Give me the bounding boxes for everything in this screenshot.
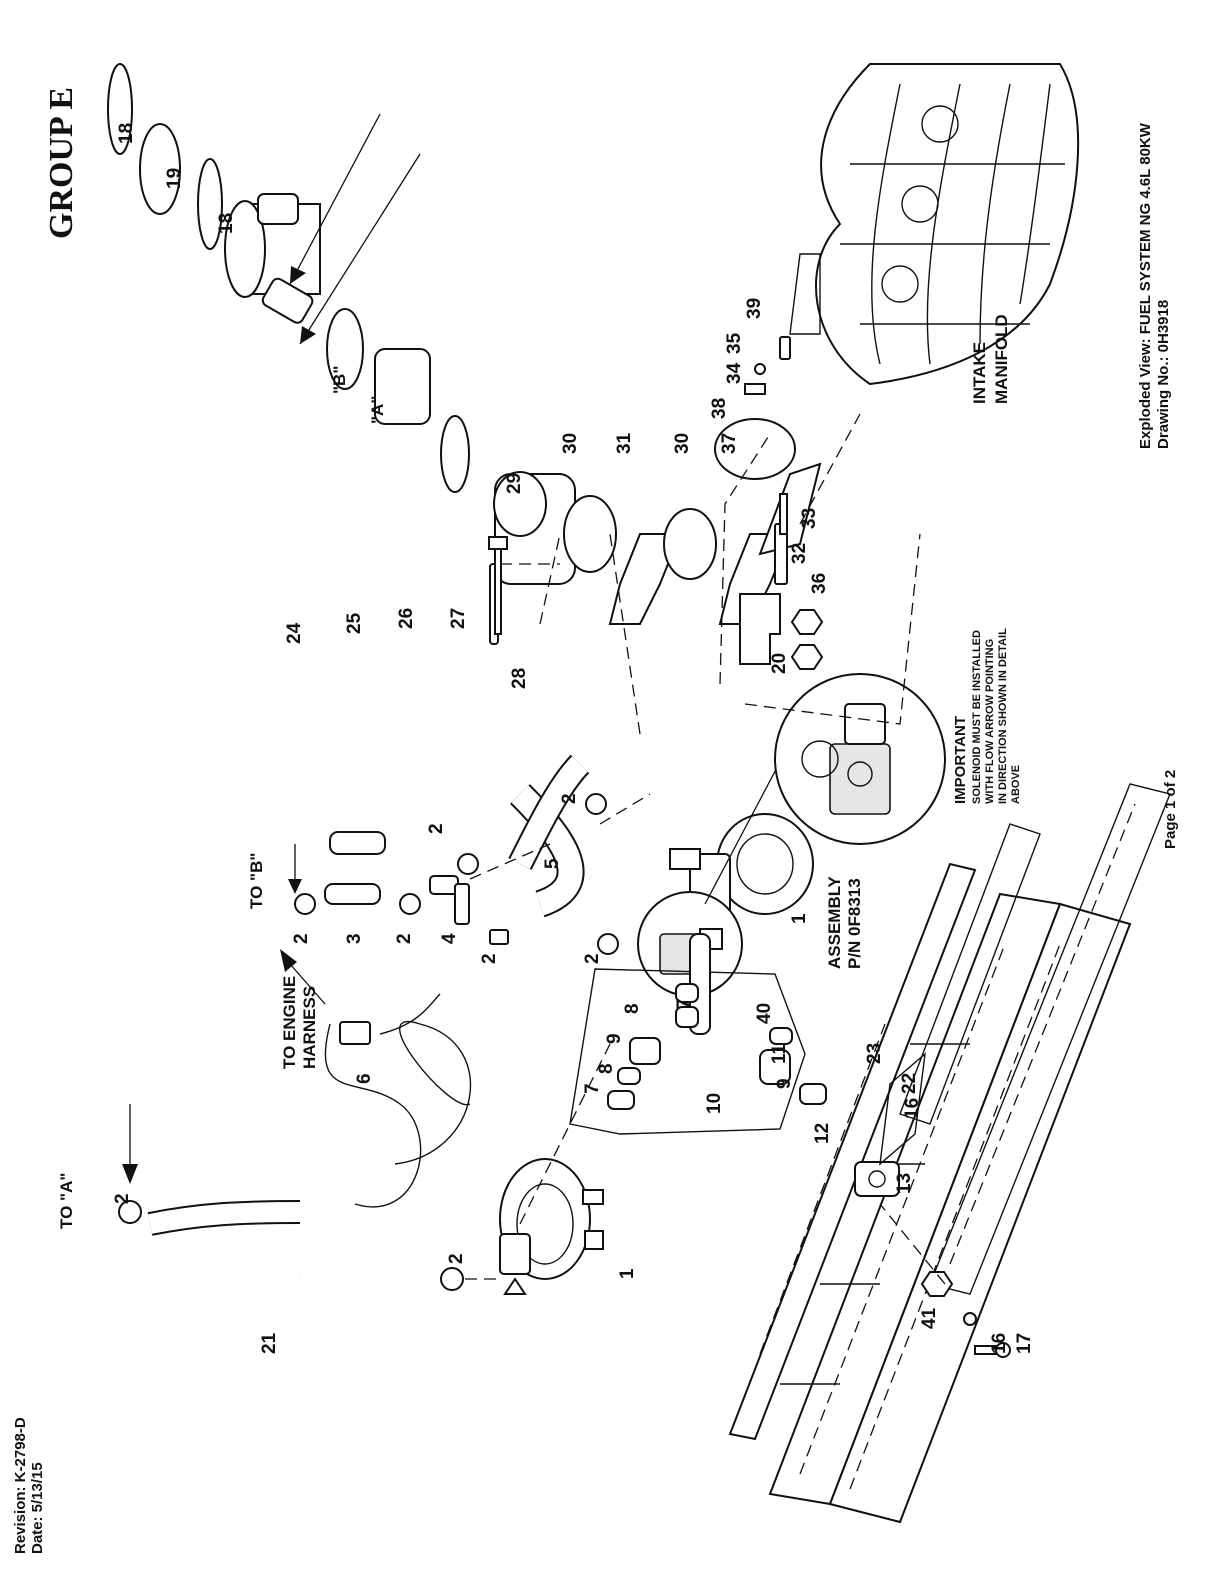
callout-2-e: 2 [479,953,500,964]
callout-2-h: 2 [559,793,580,804]
intake-manifold [789,63,1080,386]
callout-10: 10 [704,1093,725,1114]
callout-35: 35 [724,332,745,354]
group-title: GROUP E [43,87,80,239]
callout-4: 4 [439,933,460,944]
note-line-4: ABOVE [1010,765,1022,804]
gasket-stack [563,418,822,625]
diagram-labels: TO "A" TO "B" TO ENGINE HARNESS ASSEMBLY… [57,314,1011,1229]
important-note: IMPORTANT SOLENOID MUST BE INSTALLED WIT… [952,628,1022,804]
note-line-3: IN DIRECTION SHOWN IN DETAIL [997,628,1009,804]
callout-34: 34 [724,362,745,384]
revision-text: Revision: K-2798-D [12,1417,29,1554]
callout-16-b: 16 [989,1333,1010,1354]
callout-7-b: 7 [674,998,695,1009]
label-intake-1: INTAKE [970,342,989,404]
drawing-number: Drawing No.: 0H3918 [1155,300,1172,449]
frame-rail [728,862,1132,1524]
callout-20: 20 [769,653,790,674]
callout-8-a: 8 [596,1063,617,1074]
callout-31: 31 [614,432,635,454]
throttle-stack [107,63,576,645]
callout-3: 3 [344,933,365,944]
callout-16-a: 16 [902,1098,923,1119]
drawing-body: 1 1 2 2 2 2 2 2 2 2 3 4 5 6 7 7 8 8 9 9 … [12,63,1179,1554]
callout-22: 22 [899,1073,920,1094]
connection-paths [465,533,651,1280]
note-line-2: WITH FLOW ARROW POINTING [984,639,996,804]
callout-11: 11 [769,1043,790,1064]
callout-25: 25 [344,612,365,634]
callout-9-a: 9 [604,1033,625,1044]
callout-17: 17 [1014,1333,1035,1354]
page-number: Page 1 of 2 [1162,770,1179,849]
label-to-engine-2: HARNESS [300,986,319,1069]
hose-3-and-5 [324,754,590,918]
callout-18-a: 18 [116,123,137,144]
fastener-group-16-17-41 [879,1203,1011,1358]
callout-13: 13 [894,1173,915,1194]
date-text: Date: 5/13/15 [29,1462,46,1554]
callout-2-b: 2 [446,1253,467,1264]
callout-37: 37 [719,433,740,454]
label-assembly-2: P/N 0F8313 [845,878,864,969]
callout-2-f: 2 [582,953,603,964]
callout-24: 24 [284,622,305,644]
callout-2-g: 2 [426,823,447,834]
fitting-assembly-box [569,933,827,1135]
callout-27: 27 [448,608,469,629]
detail-circle-upper [774,673,946,845]
bracket-13 [854,1052,926,1197]
callout-40: 40 [754,1003,775,1024]
callout-23: 23 [864,1043,885,1064]
callout-12: 12 [812,1123,833,1144]
label-assembly-1: ASSEMBLY [825,875,844,969]
label-point-b: "B" [330,366,349,394]
callout-26: 26 [396,608,417,629]
callout-6: 6 [354,1073,375,1084]
view-title: Exploded View: FUEL SYSTEM NG 4.6L 80KW [1137,122,1154,449]
callout-18-b: 18 [216,213,237,234]
callout-19: 19 [164,168,185,189]
callout-28: 28 [509,668,530,689]
callout-33: 33 [799,508,820,529]
label-intake-2: MANIFOLD [992,314,1011,404]
callout-39: 39 [744,298,765,319]
callout-21: 21 [259,1332,280,1354]
note-heading: IMPORTANT [952,716,969,804]
regulator-lower [499,1158,604,1295]
hose-21 [147,1200,421,1284]
bolt-28 [488,533,561,635]
callout-30-a: 30 [560,433,581,454]
tee-fitting-4 [429,875,509,945]
callout-2-d: 2 [394,933,415,944]
label-to-engine-1: TO ENGINE [280,976,299,1069]
callout-32: 32 [789,543,810,564]
label-to-a: TO "A" [57,1173,76,1229]
callout-36: 36 [809,573,830,594]
callout-38: 38 [709,398,730,419]
part-callouts: 1 1 2 2 2 2 2 2 2 2 3 4 5 6 7 7 8 8 9 9 … [112,123,1035,1354]
callout-8-b: 8 [622,1003,643,1014]
callout-1-lower: 1 [617,1268,638,1279]
callout-7-a: 7 [582,1083,603,1094]
callout-29: 29 [504,473,525,494]
bolts-32-39 [744,336,861,535]
callout-5: 5 [542,858,563,869]
label-point-a: "A" [368,396,387,424]
callout-9-b: 9 [774,1078,795,1089]
arrows-ab [122,113,421,1184]
callout-30-b: 30 [672,433,693,454]
label-to-b: TO "B" [247,853,266,909]
clamp-group [118,793,619,1291]
callout-41: 41 [919,1307,940,1329]
bracket-20 [719,433,921,725]
callout-2-c: 2 [291,933,312,944]
chassis-panel [899,783,1171,1295]
callout-2-a: 2 [112,1193,133,1204]
callout-1-upper: 1 [789,913,810,924]
note-line-1: SOLENOID MUST BE INSTALLED [971,630,983,804]
engine-harness-6 [324,993,472,1208]
